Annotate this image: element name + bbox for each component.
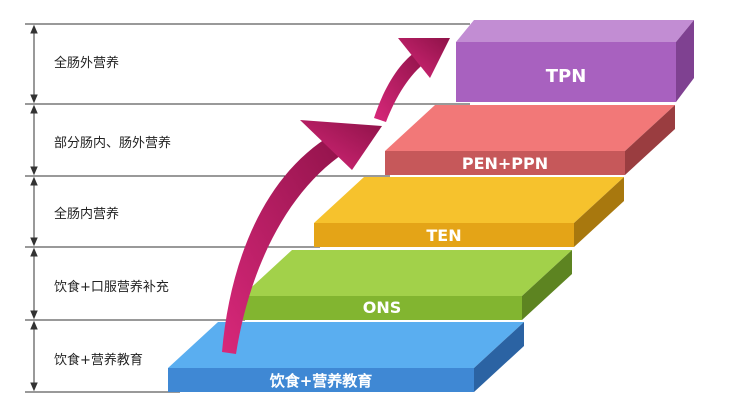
step-top-face	[242, 250, 572, 296]
progression-arrow-upper	[374, 38, 450, 122]
progression-arrow-lower	[222, 120, 382, 354]
level-label-ons: 饮食+口服营养补充	[54, 279, 169, 295]
level-label-pen-ppn: 部分肠内、肠外营养	[54, 135, 171, 151]
step-label-tpn: TPN	[546, 66, 587, 87]
step-label-diet-education: 饮食+营养教育	[269, 372, 373, 390]
step-side-face	[574, 177, 624, 247]
step-diet-education: 饮食+营养教育	[168, 322, 524, 392]
step-side-face	[625, 105, 675, 175]
step-pen-ppn: PEN+PPN	[385, 105, 675, 175]
step-side-face	[522, 250, 572, 320]
dimension-arrows	[30, 24, 38, 392]
step-tpn: TPN	[456, 20, 694, 102]
step-ons: ONS	[242, 250, 572, 320]
step-front-face	[385, 151, 625, 175]
step-front-face	[456, 42, 676, 102]
step-top-face	[168, 322, 524, 368]
step-ten: TEN	[314, 177, 624, 247]
level-label-tpn: 全肠外营养	[54, 55, 119, 71]
step-side-face	[676, 20, 694, 102]
step-label-ten: TEN	[426, 226, 461, 245]
step-label-pen-ppn: PEN+PPN	[462, 154, 548, 173]
step-top-face	[456, 20, 694, 42]
step-side-face	[474, 322, 524, 392]
level-label-ten: 全肠内营养	[54, 206, 119, 222]
level-label-diet-education: 饮食+营养教育	[54, 352, 143, 368]
step-front-face	[314, 223, 574, 247]
step-front-face	[242, 296, 522, 320]
step-front-face	[168, 368, 474, 392]
step-label-ons: ONS	[363, 298, 402, 317]
step-top-face	[314, 177, 624, 223]
step-top-face	[385, 105, 675, 151]
